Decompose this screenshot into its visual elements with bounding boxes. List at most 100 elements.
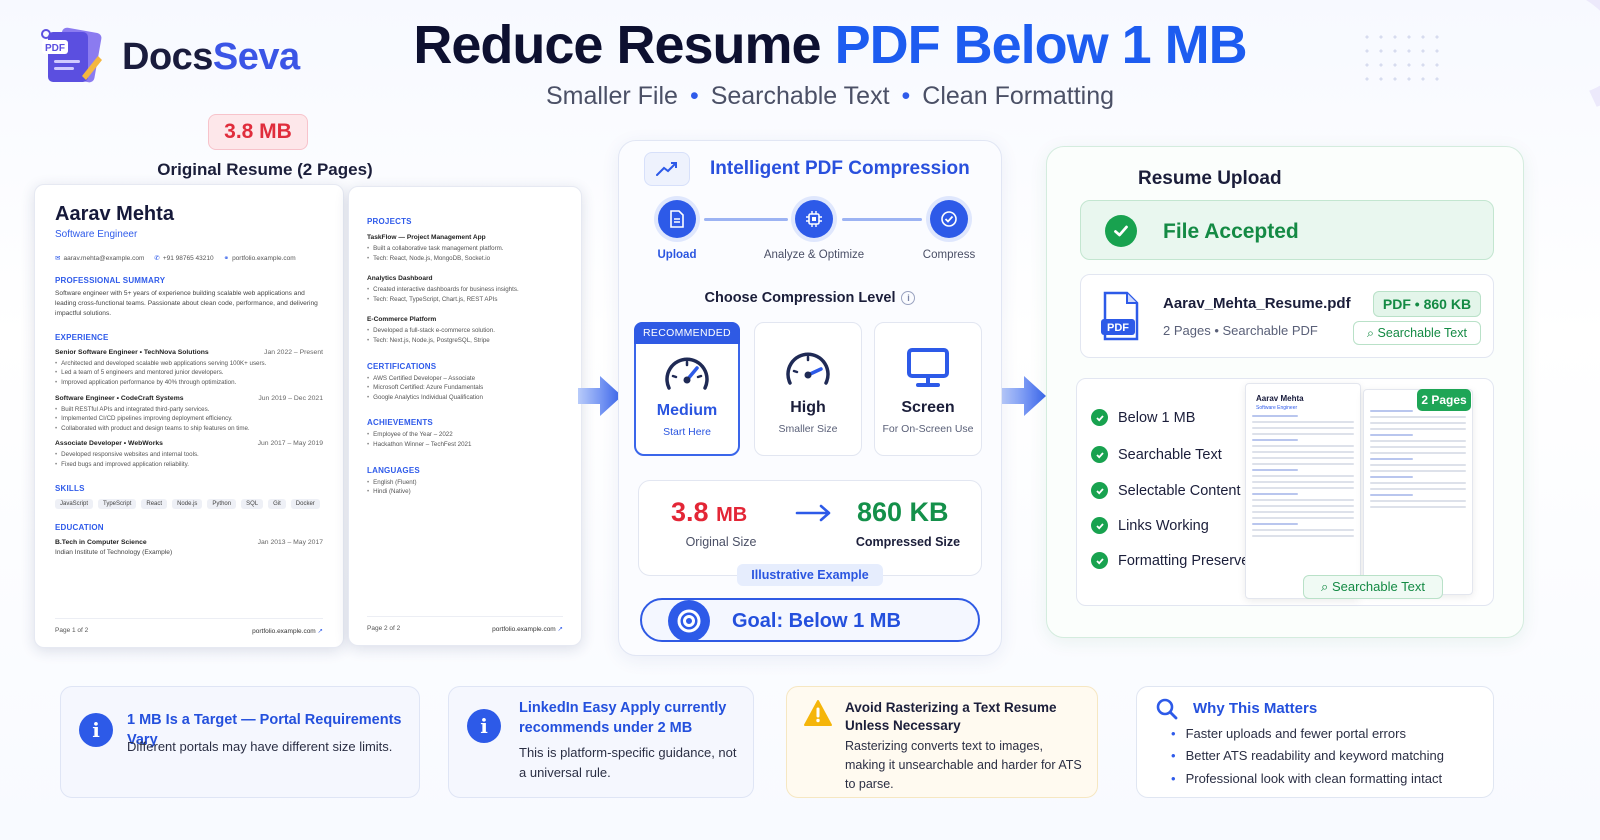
page-count-badge: 2 Pages [1417, 389, 1471, 411]
search-icon: ⌕ [1367, 326, 1375, 340]
check-item: Formatting Preserved [1091, 552, 1257, 569]
check-icon [1091, 409, 1108, 426]
resume-role: Software Engineer [55, 229, 138, 240]
level-option-medium[interactable]: RECOMMENDED Medium Start Here [634, 322, 740, 456]
illustrative-example-tag: Illustrative Example [737, 564, 883, 586]
resume-contact: ✉aarav.mehta@example.com ✆+91 98765 4321… [55, 254, 323, 262]
skill-tag: React [141, 498, 168, 509]
check-circle-icon[interactable] [930, 200, 968, 238]
step-label-compress: Compress [922, 249, 976, 261]
search-icon: ⌕ [1321, 579, 1329, 594]
section-heading: CERTIFICATIONS [367, 361, 437, 371]
original-resume-title: Original Resume (2 Pages) [157, 160, 373, 179]
contact-site[interactable]: ⚭portfolio.example.com [223, 255, 296, 262]
recommended-tag: RECOMMENDED [634, 322, 740, 344]
info-card-why-matters: Why This Matters Faster uploads and fewe… [1136, 686, 1494, 798]
svg-text:PDF: PDF [45, 43, 65, 54]
contact-phone: ✆+91 98765 43210 [154, 255, 214, 262]
section-heading: PROJECTS [367, 217, 412, 226]
decorative-wave [1441, 0, 1600, 137]
file-size-badge: PDF • 860 KB [1373, 291, 1481, 317]
section-heading: EDUCATION [55, 522, 104, 532]
section-heading: ACHIEVEMENTS [367, 418, 433, 428]
brand-name: DocsSeva [122, 35, 300, 78]
info-card-target: i 1 MB Is a Target — Portal Requirements… [60, 686, 420, 798]
info-card-linkedin: i LinkedIn Easy Apply currently recommen… [448, 686, 754, 798]
skills-list: JavaScript TypeScript React Node.js Pyth… [55, 498, 323, 509]
verification-checks: Below 1 MB Searchable Text Selectable Co… [1076, 378, 1494, 606]
skill-tag: JavaScript [55, 498, 94, 509]
arrow-right-icon [795, 503, 833, 528]
trend-chart-icon [644, 152, 690, 186]
chip-optimize-icon[interactable] [795, 200, 833, 238]
uploaded-file[interactable]: PDF Aarav_Mehta_Resume.pdf 2 Pages • Sea… [1080, 274, 1494, 358]
thumbnail-page-2 [1363, 389, 1473, 595]
brand-logo[interactable]: PDF DocsSeva [38, 26, 300, 88]
resume-page-1: Aarav Mehta Software Engineer ✉aarav.meh… [34, 184, 344, 648]
skill-tag: SQL [241, 498, 264, 509]
footer-link[interactable]: portfolio.example.com ↗ [492, 626, 563, 633]
target-icon [668, 600, 710, 642]
original-size-value: 3.8 MB [671, 497, 748, 527]
skill-tag: TypeScript [98, 498, 137, 509]
list-item: Better ATS readability and keyword match… [1171, 745, 1487, 767]
skill-tag: Docker [290, 498, 320, 509]
external-link-icon: ↗ [317, 628, 323, 635]
job-entry: Senior Software Engineer • TechNova Solu… [55, 349, 323, 388]
why-list: Faster uploads and fewer portal errors B… [1171, 723, 1487, 790]
level-option-high[interactable]: High Smaller Size [754, 322, 862, 456]
page-title: Reduce Resume PDF Below 1 MB [413, 15, 1247, 75]
check-icon [1091, 446, 1108, 463]
info-icon: i [467, 709, 501, 743]
skill-tag: Git [268, 498, 286, 509]
check-icon [1091, 482, 1108, 499]
step-connector [842, 218, 922, 221]
page-footer: Page 1 of 2 portfolio.example.com ↗ [55, 618, 323, 635]
level-option-screen[interactable]: Screen For On-Screen Use [874, 322, 982, 456]
pdf-docs-logo-icon: PDF [38, 26, 110, 88]
resume-name: Aarav Mehta [55, 203, 174, 225]
warning-icon [803, 699, 833, 732]
size-comparison: 3.8 MB 860 KB Original Size Compressed S… [638, 480, 982, 586]
section-heading: SKILLS [55, 483, 85, 493]
file-meta: 2 Pages • Searchable PDF [1163, 323, 1318, 338]
section-heading: LANGUAGES [367, 465, 420, 475]
thumbnail-page-1: Aarav Mehta Software Engineer [1245, 383, 1361, 599]
searchable-text-tag: ⌕ Searchable Text [1303, 575, 1443, 599]
info-icon: i [79, 713, 113, 747]
step-label-analyze: Analyze & Optimize [763, 249, 865, 261]
svg-text:PDF: PDF [1107, 322, 1129, 334]
goal-banner: Goal: Below 1 MB [640, 598, 980, 642]
pdf-file-icon: PDF [1101, 291, 1141, 343]
search-icon [1155, 697, 1179, 726]
step-connector [704, 218, 788, 221]
contact-email[interactable]: ✉aarav.mehta@example.com [55, 255, 145, 262]
original-size-badge: 3.8 MB [208, 114, 308, 150]
original-size-label: Original Size [685, 535, 757, 549]
speedometer-high-icon [755, 349, 861, 387]
compressed-size-label: Compressed Size [855, 535, 961, 549]
skill-tag: Node.js [172, 498, 203, 509]
list-item: Professional look with clean formatting … [1171, 768, 1487, 790]
upload-step-icon[interactable] [658, 200, 696, 238]
check-icon [1091, 552, 1108, 569]
decorative-dots [1360, 30, 1440, 90]
summary-text: Software engineer with 5+ years of exper… [55, 290, 318, 317]
skill-tag: Python [207, 498, 237, 509]
info-icon[interactable]: i [901, 291, 916, 305]
check-icon [1105, 215, 1137, 247]
check-item: Selectable Content [1091, 482, 1241, 499]
file-name: Aarav_Mehta_Resume.pdf [1163, 295, 1351, 312]
file-accepted-banner: File Accepted [1080, 200, 1494, 260]
project-title: TaskFlow — Project Management App [367, 234, 486, 241]
speedometer-icon [636, 354, 738, 392]
link-icon: ⚭ [223, 255, 230, 262]
footer-link[interactable]: portfolio.example.com ↗ [252, 628, 323, 635]
page-footer: Page 2 of 2 portfolio.example.com ↗ [367, 616, 563, 633]
phone-icon: ✆ [154, 255, 160, 262]
resume-page-2: PROJECTS TaskFlow — Project Management A… [348, 186, 582, 646]
compression-title: Intelligent PDF Compression [710, 158, 970, 179]
education-school: Indian Institute of Technology (Example) [55, 548, 173, 556]
